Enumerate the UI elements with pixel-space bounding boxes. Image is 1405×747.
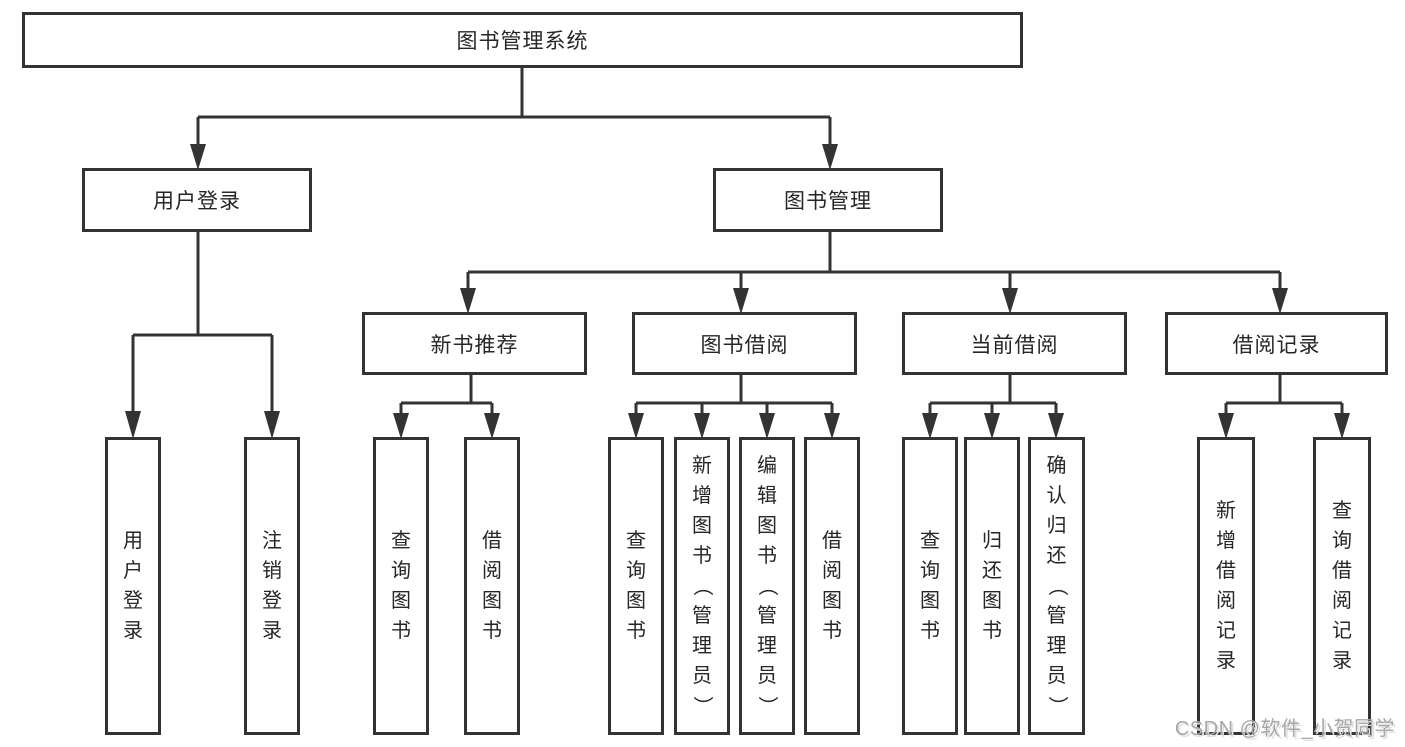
arrow-down-icon <box>694 413 710 439</box>
arrow-down-icon <box>1272 288 1288 314</box>
leaf-record-query-borrow-record-label: 查询借阅记录 <box>1332 500 1352 672</box>
leaf-user-login: 用户登录 <box>105 437 161 735</box>
leaf-borrow-query-book-label: 查询图书 <box>626 530 646 642</box>
arrow-down-icon <box>190 144 206 170</box>
leaf-recommend-query-book-label: 查询图书 <box>391 530 411 642</box>
connector-root-to-level2 <box>196 67 832 148</box>
leaf-record-query-borrow-record: 查询借阅记录 <box>1313 437 1371 735</box>
arrow-down-icon <box>984 413 1000 439</box>
leaf-borrow-borrow-book: 借阅图书 <box>804 437 860 735</box>
node-book-borrow: 图书借阅 <box>632 312 857 375</box>
connector-bookmgmt-to-level3 <box>466 232 1282 292</box>
leaf-current-query-book: 查询图书 <box>902 437 958 735</box>
leaf-logout-label: 注销登录 <box>262 530 282 642</box>
arrow-down-icon <box>1334 413 1350 439</box>
connector-borrow-to-leaves <box>634 375 834 417</box>
node-root-label: 图书管理系统 <box>456 30 589 53</box>
leaf-borrow-add-book-admin: 新增图书（管理员） <box>674 437 730 735</box>
node-book-management-label: 图书管理 <box>784 190 872 213</box>
leaf-recommend-query-book: 查询图书 <box>373 437 429 735</box>
arrow-down-icon <box>125 411 141 439</box>
node-book-management: 图书管理 <box>713 168 943 232</box>
leaf-record-add-borrow-record-label: 新增借阅记录 <box>1216 500 1236 672</box>
leaf-user-login-label: 用户登录 <box>123 530 143 642</box>
leaf-current-query-book-label: 查询图书 <box>920 530 940 642</box>
node-current-borrow-label: 当前借阅 <box>970 333 1059 357</box>
arrowheads <box>125 144 1350 439</box>
arrow-down-icon <box>759 413 775 439</box>
arrow-down-icon <box>484 413 500 439</box>
connector-current-to-leaves <box>928 375 1058 417</box>
node-user-login: 用户登录 <box>82 168 312 232</box>
arrow-down-icon <box>1048 413 1064 439</box>
arrow-down-icon <box>824 413 840 439</box>
leaf-current-confirm-return-admin: 确认归还（管理员） <box>1028 437 1085 735</box>
connector-userlogin-to-leaves <box>131 232 274 415</box>
arrow-down-icon <box>1218 413 1234 439</box>
leaf-current-return-book: 归还图书 <box>964 437 1020 735</box>
leaf-recommend-borrow-book-label: 借阅图书 <box>482 530 502 642</box>
arrow-down-icon <box>393 413 409 439</box>
leaf-current-return-book-label: 归还图书 <box>982 530 1002 642</box>
leaf-borrow-query-book: 查询图书 <box>608 437 664 735</box>
arrow-down-icon <box>733 288 749 314</box>
leaf-borrow-borrow-book-label: 借阅图书 <box>822 530 842 642</box>
leaf-current-confirm-return-admin-label: 确认归还（管理员） <box>1045 455 1068 716</box>
leaf-borrow-add-book-admin-label: 新增图书（管理员） <box>691 455 713 716</box>
node-borrow-record: 借阅记录 <box>1165 312 1388 375</box>
node-borrow-record-label: 借阅记录 <box>1232 333 1321 357</box>
csdn-watermark: CSDN @软件_小贺同学 <box>1174 718 1395 740</box>
node-book-borrow-label: 图书借阅 <box>700 333 789 357</box>
connector-recommend-to-leaves <box>399 375 494 417</box>
node-new-book-recommend-label: 新书推荐 <box>430 333 519 357</box>
node-user-login-label: 用户登录 <box>153 190 241 213</box>
arrow-down-icon <box>460 288 476 314</box>
node-root-system: 图书管理系统 <box>22 12 1023 68</box>
arrow-down-icon <box>264 411 280 439</box>
arrow-down-icon <box>628 413 644 439</box>
connector-record-to-leaves <box>1224 375 1344 417</box>
node-current-borrow: 当前借阅 <box>902 312 1127 375</box>
arrow-down-icon <box>822 144 838 170</box>
arrow-down-icon <box>922 413 938 439</box>
leaf-record-add-borrow-record: 新增借阅记录 <box>1197 437 1255 735</box>
node-new-book-recommend: 新书推荐 <box>362 312 587 375</box>
leaf-recommend-borrow-book: 借阅图书 <box>464 437 520 735</box>
leaf-logout: 注销登录 <box>244 437 300 735</box>
arrow-down-icon <box>1002 288 1018 314</box>
leaf-borrow-edit-book-admin-label: 编辑图书（管理员） <box>756 455 778 716</box>
leaf-borrow-edit-book-admin: 编辑图书（管理员） <box>739 437 795 735</box>
